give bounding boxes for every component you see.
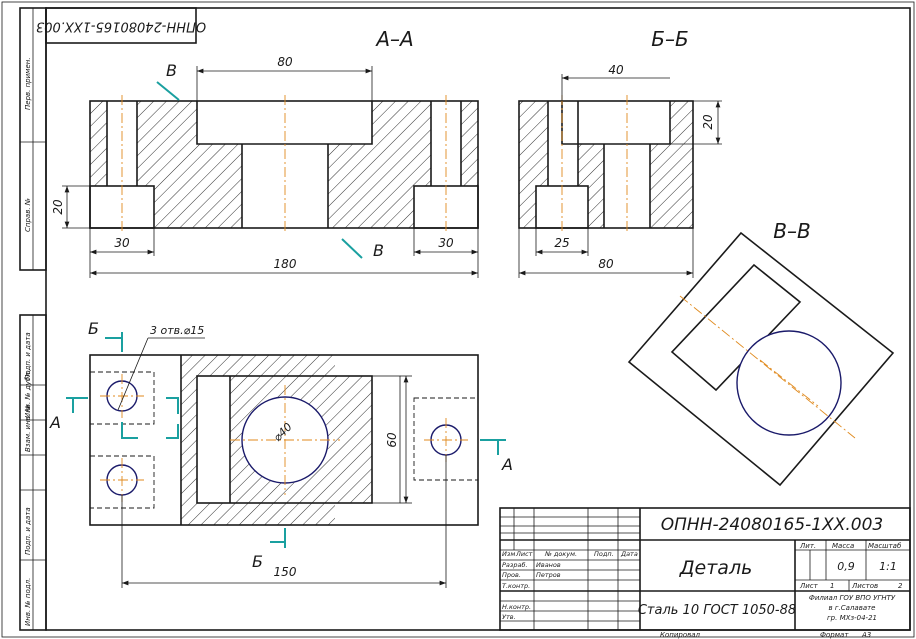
dim-aa-left: 30 xyxy=(114,236,130,250)
tb-sheets: 2 xyxy=(898,582,903,590)
tb-sheets-label: Листов xyxy=(851,582,878,590)
tb-copied: Копировал xyxy=(660,631,701,639)
rotated-stamp: ОПНН-24080165-1ХХ.003 xyxy=(36,7,206,44)
tb-role-4: Н.контр. xyxy=(502,603,531,611)
tb-col-izm: Изм xyxy=(502,550,515,558)
tb-org-3: гр. МХз-04-21 xyxy=(827,614,877,622)
dim-plan-spacing: 150 xyxy=(274,565,297,579)
dim-bb-total: 80 xyxy=(598,257,614,271)
tb-col-doc: № докум. xyxy=(544,550,577,558)
tb-col-list: Лист xyxy=(515,550,533,558)
dim-aa-height: 20 xyxy=(51,199,65,215)
tb-mass-label: Масса xyxy=(832,542,854,550)
tb-col-date: Дата xyxy=(620,550,638,558)
plan-hole-note: 3 отв.⌀15 xyxy=(150,324,204,337)
dim-bb-slot: 25 xyxy=(554,236,569,250)
section-bb: Б–Б 40 20 25 80 xyxy=(518,27,722,278)
side-strip-label-7: Инв. № подл. xyxy=(24,578,32,626)
section-mark-b-bottom: Б xyxy=(252,552,263,571)
section-bb-title: Б–Б xyxy=(651,27,688,51)
tb-sheet: 1 xyxy=(830,582,834,590)
tb-format-label: Формат xyxy=(820,631,849,639)
tb-lit-label: Лит. xyxy=(799,542,816,550)
dim-bb-height: 20 xyxy=(701,114,715,130)
tb-scale: 1:1 xyxy=(879,560,897,573)
tb-col-sign: Подп. xyxy=(594,550,614,558)
tb-drawing-code: ОПНН-24080165-1ХХ.003 xyxy=(661,515,884,535)
section-vv: В–В xyxy=(627,219,895,487)
dim-aa-top: 80 xyxy=(277,55,293,69)
side-strip-label-4: Инв. № дубл. xyxy=(24,370,32,418)
tb-role-3: Т.контр. xyxy=(502,582,530,590)
tb-role-5: Утв. xyxy=(502,613,516,621)
rotated-stamp-code: ОПНН-24080165-1ХХ.003 xyxy=(36,19,206,34)
tb-person-1: Иванов xyxy=(536,561,561,569)
dim-aa-right: 30 xyxy=(438,236,454,250)
tb-role-1: Разраб. xyxy=(502,561,528,569)
tb-format: А3 xyxy=(861,631,871,639)
plan-view: ⌀40 60 3 отв.⌀15 150 Б Б xyxy=(49,319,513,588)
tb-role-2: Пров. xyxy=(502,571,521,579)
side-strip-label-5: Взам. инв. № xyxy=(24,404,32,452)
side-strip-label-3: Подп. и дата xyxy=(24,332,32,380)
tb-org-1: Филиал ГОУ ВПО УГНТУ xyxy=(809,594,896,602)
section-mark-v-bottom: В xyxy=(373,241,384,260)
tb-sheet-label: Лист xyxy=(799,582,819,590)
tb-org-2: в г.Салавате xyxy=(829,604,876,612)
section-mark-v-top: В xyxy=(166,61,177,80)
dim-aa-total: 180 xyxy=(274,257,297,271)
dim-bb-top: 40 xyxy=(608,63,624,77)
tb-part-name: Деталь xyxy=(679,557,753,579)
section-mark-a-left: А xyxy=(49,413,61,432)
section-aa-title: А–А xyxy=(374,27,413,51)
tb-scale-label: Масштаб xyxy=(868,542,902,550)
section-vv-title: В–В xyxy=(773,219,810,243)
dim-plan-height: 60 xyxy=(385,432,399,448)
side-strip: Перв. примен. Справ. № Подп. и дата Инв.… xyxy=(19,7,47,631)
title-block: Изм Лист № докум. Подп. Дата Разраб. Ива… xyxy=(499,507,911,639)
tb-mass: 0,9 xyxy=(837,560,855,573)
side-strip-label-2: Справ. № xyxy=(24,198,32,232)
section-mark-b-top: Б xyxy=(88,319,99,338)
side-strip-label-6: Подп. и дата xyxy=(24,507,32,555)
section-aa: А–А 80 20 30 xyxy=(51,27,479,278)
tb-person-2: Петров xyxy=(536,571,561,579)
tb-material: Сталь 10 ГОСТ 1050-88 xyxy=(638,603,796,618)
section-mark-a-right: А xyxy=(501,455,513,474)
side-strip-label-1: Перв. примен. xyxy=(24,57,32,110)
